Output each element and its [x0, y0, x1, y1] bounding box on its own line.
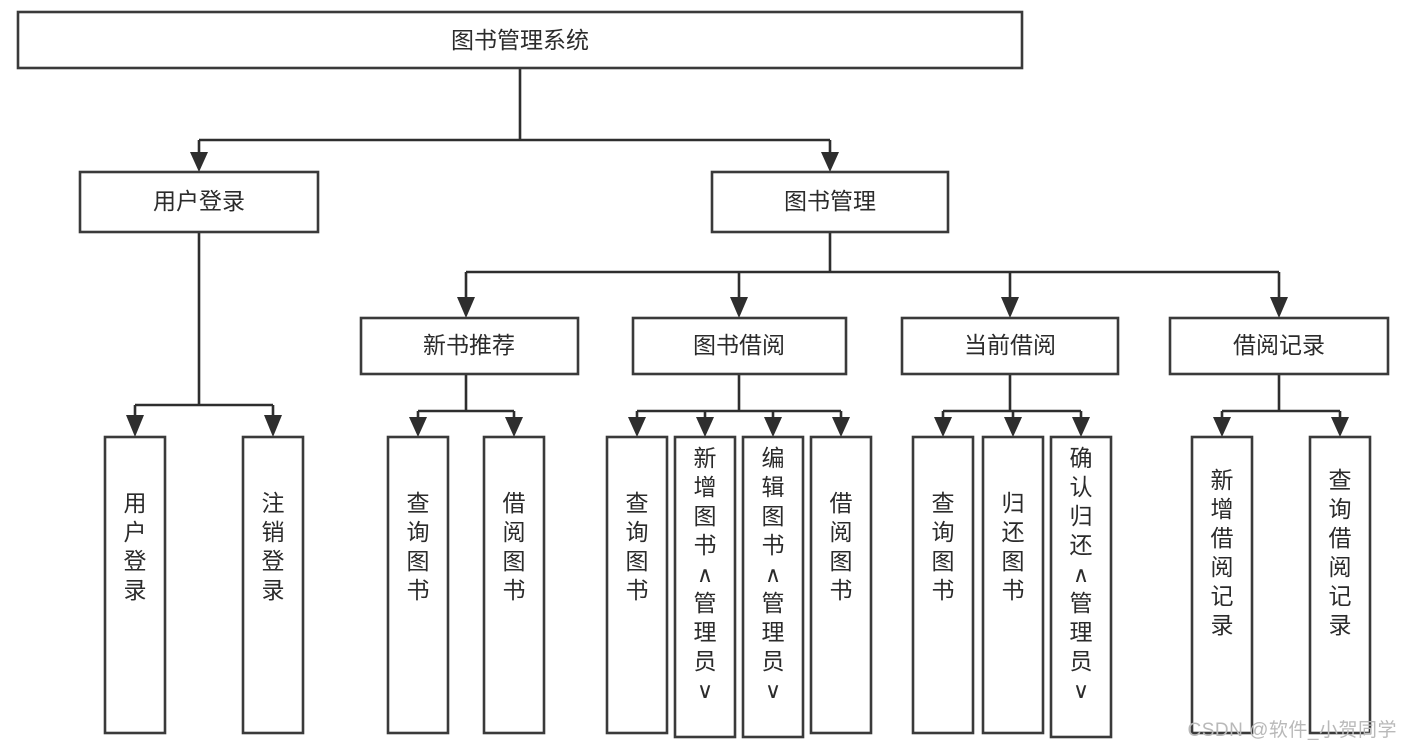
- leaf-query-book-1-box[interactable]: [386, 435, 450, 735]
- leaf-query-book-1[interactable]: 查询图书: [386, 435, 450, 735]
- node-current-borrow-label: 当前借阅: [964, 332, 1056, 358]
- node-current-borrow[interactable]: 当前借阅: [900, 316, 1120, 376]
- arrowhead-book-management: [821, 152, 839, 172]
- leaf-query-book-3[interactable]: 查询图书: [911, 435, 975, 735]
- arrowhead-user-logout-leaf: [264, 415, 282, 437]
- node-book-management[interactable]: 图书管理: [710, 170, 950, 234]
- leaf-confirm-return-admin-box[interactable]: [1049, 435, 1113, 739]
- arrowhead-borrow-book-1: [505, 417, 523, 437]
- node-book-management-box[interactable]: [710, 170, 950, 234]
- leaf-query-book-3-box[interactable]: [911, 435, 975, 735]
- leaf-query-book-2-box[interactable]: [605, 435, 669, 735]
- leaf-return-book-label: 归还图书: [1002, 490, 1025, 603]
- node-borrow-record-label: 借阅记录: [1233, 332, 1325, 358]
- arrowhead-query-borrow-record: [1331, 417, 1349, 437]
- leaf-query-book-1-label: 查询图书: [407, 490, 430, 603]
- leaf-query-borrow-record-box[interactable]: [1308, 435, 1372, 735]
- arrowhead-query-book-3: [934, 417, 952, 437]
- leaf-add-book-admin-label: 新增图书∧管理员∨: [694, 445, 717, 703]
- leaf-user-logout-box[interactable]: [241, 435, 305, 735]
- node-borrow-record-box[interactable]: [1168, 316, 1390, 376]
- arrowhead-edit-book-admin: [764, 417, 782, 437]
- leaf-query-book-2-label: 查询图书: [626, 490, 649, 603]
- node-root[interactable]: 图书管理系统: [16, 10, 1024, 70]
- leaf-borrow-book-1-label: 借阅图书: [503, 490, 526, 603]
- connector-layer: [126, 68, 1349, 437]
- leaf-user-logout[interactable]: 注销登录: [241, 435, 305, 735]
- arrowhead-user-login-leaf: [126, 415, 144, 437]
- leaf-add-borrow-record-label: 新增借阅记录: [1211, 467, 1234, 638]
- arrowhead-add-book-admin: [696, 417, 714, 437]
- node-book-borrow-label: 图书借阅: [693, 332, 785, 358]
- leaf-query-borrow-record-label: 查询借阅记录: [1329, 467, 1352, 638]
- leaf-add-borrow-record-box[interactable]: [1190, 435, 1254, 735]
- node-book-borrow-box[interactable]: [631, 316, 848, 376]
- leaf-user-login[interactable]: 用户登录: [103, 435, 167, 735]
- node-new-book-recommend[interactable]: 新书推荐: [359, 316, 580, 376]
- arrowhead-query-book-1: [409, 417, 427, 437]
- leaf-borrow-book-1[interactable]: 借阅图书: [482, 435, 546, 735]
- leaf-borrow-book-2-box[interactable]: [809, 435, 873, 735]
- leaf-confirm-return-admin[interactable]: 确认归还∧管理员∨: [1049, 435, 1113, 739]
- leaf-edit-book-admin-label: 编辑图书∧管理员∨: [762, 445, 785, 703]
- leaf-return-book-box[interactable]: [981, 435, 1045, 735]
- node-user-login[interactable]: 用户登录: [78, 170, 320, 234]
- node-new-book-recommend-label: 新书推荐: [423, 332, 515, 358]
- node-user-login-label: 用户登录: [153, 188, 245, 214]
- arrowhead-add-borrow-record: [1213, 417, 1231, 437]
- arrowhead-return-book: [1004, 417, 1022, 437]
- leaf-borrow-book-2[interactable]: 借阅图书: [809, 435, 873, 735]
- node-root-box[interactable]: [16, 10, 1024, 70]
- node-user-login-box[interactable]: [78, 170, 320, 234]
- leaf-borrow-book-1-box[interactable]: [482, 435, 546, 735]
- node-current-borrow-box[interactable]: [900, 316, 1120, 376]
- leaf-query-borrow-record[interactable]: 查询借阅记录: [1308, 435, 1372, 735]
- arrowhead-book-borrow: [730, 297, 748, 318]
- leaf-confirm-return-admin-label: 确认归还∧管理员∨: [1070, 445, 1093, 703]
- leaf-add-book-admin[interactable]: 新增图书∧管理员∨: [673, 435, 737, 739]
- node-root-label: 图书管理系统: [451, 27, 589, 53]
- arrowhead-confirm-return-admin: [1072, 417, 1090, 437]
- leaf-return-book[interactable]: 归还图书: [981, 435, 1045, 735]
- node-book-borrow[interactable]: 图书借阅: [631, 316, 848, 376]
- leaf-add-book-admin-box[interactable]: [673, 435, 737, 739]
- leaf-user-logout-label: 注销登录: [262, 490, 285, 603]
- leaf-edit-book-admin[interactable]: 编辑图书∧管理员∨: [741, 435, 805, 739]
- leaf-query-book-3-label: 查询图书: [932, 490, 955, 603]
- arrowhead-current-borrow: [1001, 297, 1019, 318]
- node-book-management-label: 图书管理: [784, 188, 876, 214]
- arrowhead-new-book-recommend: [457, 297, 475, 318]
- leaf-query-book-2[interactable]: 查询图书: [605, 435, 669, 735]
- arrowhead-query-book-2: [628, 417, 646, 437]
- arrowhead-borrow-book-2: [832, 417, 850, 437]
- leaf-edit-book-admin-box[interactable]: [741, 435, 805, 739]
- arrowhead-user-login: [190, 152, 208, 172]
- leaf-user-login-label: 用户登录: [124, 490, 147, 603]
- node-new-book-recommend-box[interactable]: [359, 316, 580, 376]
- leaf-add-borrow-record[interactable]: 新增借阅记录: [1190, 435, 1254, 735]
- leaf-borrow-book-2-label: 借阅图书: [830, 490, 853, 603]
- node-borrow-record[interactable]: 借阅记录: [1168, 316, 1390, 376]
- leaf-user-login-box[interactable]: [103, 435, 167, 735]
- arrowhead-borrow-record: [1270, 297, 1288, 318]
